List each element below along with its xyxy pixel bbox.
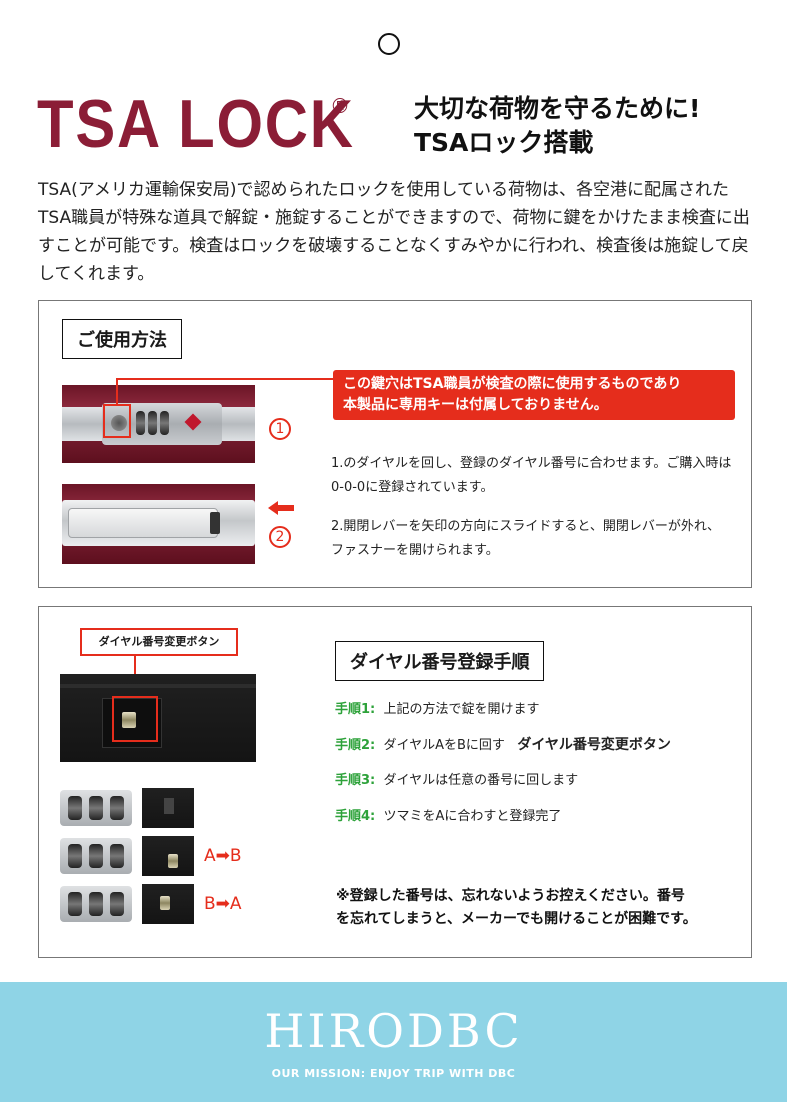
keyhole-highlight-box (103, 404, 131, 438)
keyhole-icon (111, 415, 127, 431)
step-separator: : (370, 702, 376, 717)
dial-wheel (110, 796, 124, 820)
callout-line2: 本製品に専用キーは付属しておりません。 (343, 397, 608, 413)
button-knob-b (168, 854, 178, 868)
callout-line1: この鍵穴はTSA職員が検査の際に使用するものであり (343, 376, 682, 392)
headline-line1: 大切な荷物を守るために! (414, 94, 701, 123)
button-slot (164, 798, 174, 814)
marker-1: 1 (269, 418, 291, 440)
a-to-b-label: A➡B (204, 846, 242, 866)
open-lever (68, 508, 218, 538)
arrow-left-shaft (277, 505, 294, 511)
usage-step-2-line1: 2.開閉レバーを矢印の方向にスライドすると、開閉レバーが外れ、 (331, 519, 721, 534)
step-text: ツマミをAに合わすと登録完了 (383, 809, 562, 824)
step-label: 手順1 (335, 702, 371, 717)
b-to-a-label: B➡A (204, 894, 242, 914)
dial-wheel (68, 844, 82, 868)
headline: 大切な荷物を守るために! TSAロック搭載 (414, 92, 700, 160)
step-label: 手順4 (335, 809, 371, 824)
keyhole-callout: この鍵穴はTSA職員が検査の際に使用するものであり 本製品に専用キーは付属してお… (333, 370, 735, 420)
step-text: ダイヤルAをBに回す (383, 738, 505, 753)
button-thumb-2 (142, 836, 194, 876)
hang-hole-circle (378, 33, 400, 55)
procedure-step-4: 手順4: ツマミをAに合わすと登録完了 (335, 805, 561, 824)
dial-setup-title: ダイヤル番号登録手順 (335, 641, 545, 681)
callout-leader-vertical (116, 378, 118, 404)
step-separator: : (370, 809, 376, 824)
dial-wheel (89, 796, 103, 820)
step-separator: : (370, 738, 376, 753)
step-label: 手順3 (335, 773, 371, 788)
headline-line2: TSAロック搭載 (414, 128, 594, 157)
usage-step-2: 2.開閉レバーを矢印の方向にスライドすると、開閉レバーが外れ、 ファスナーを開け… (331, 515, 741, 563)
intro-text: TSA(アメリカ運輸保安局)で認められたロックを使用している荷物は、各空港に配属… (38, 180, 750, 284)
usage-title: ご使用方法 (62, 319, 182, 359)
step-label: 手順2 (335, 738, 371, 753)
lock-photo-lever (62, 484, 255, 564)
dial-wheel (89, 844, 103, 868)
tsa-lock-logo: TSA LOCK (37, 86, 355, 162)
callout-leader-horizontal (116, 378, 334, 380)
lock-photo-dial (62, 383, 255, 465)
case-bottom-photo (60, 674, 256, 762)
button-knob-a (160, 896, 170, 910)
procedure-step-3: 手順3: ダイヤルは任意の番号に回します (335, 769, 578, 788)
change-button-knob (122, 712, 136, 728)
dial-wheel (110, 892, 124, 916)
step-text: 上記の方法で錠を開けます (383, 702, 540, 717)
dial-wheel (89, 892, 103, 916)
procedure-step-1: 手順1: 上記の方法で錠を開けます (335, 698, 540, 717)
button-highlight-box (112, 696, 158, 742)
lever-end (210, 512, 220, 534)
marker-2: 2 (269, 526, 291, 548)
dial-wheel (160, 411, 169, 435)
dial-button-label: ダイヤル番号変更ボタン (80, 628, 238, 656)
note-line1: ※登録した番号は、忘れないようお控えください。番号 (336, 888, 685, 904)
usage-step-1-line1: 1.のダイヤルを回し、登録のダイヤル番号に合わせます。ご購入時は (331, 456, 732, 471)
dial-wheel (136, 411, 145, 435)
dial-thumb-2 (60, 838, 132, 874)
step-text: ダイヤルは任意の番号に回します (383, 773, 579, 788)
button-thumb-3 (142, 884, 194, 924)
note-line2: を忘れてしまうと、メーカーでも開けることが困難です。 (336, 911, 697, 927)
footer-band (0, 982, 787, 1102)
procedure-step-2: 手順2: ダイヤルAをBに回す ダイヤル番号変更ボタン (335, 734, 671, 754)
brand-logo: HIRODBC (264, 1004, 523, 1058)
dial-wheel (110, 844, 124, 868)
photo-edge (60, 684, 256, 688)
arrow-left-icon (268, 501, 278, 515)
dial-thumb-3 (60, 886, 132, 922)
dial-wheel (68, 796, 82, 820)
registered-mark: ® (330, 94, 350, 118)
dial-wheel (68, 892, 82, 916)
dial-wheel (148, 411, 157, 435)
mission-tagline: OUR MISSION: ENJOY TRIP WITH DBC (271, 1067, 516, 1080)
usage-step-1: 1.のダイヤルを回し、登録のダイヤル番号に合わせます。ご購入時は 0-0-0に登… (331, 452, 741, 500)
usage-step-2-line2: ファスナーを開けられます。 (331, 543, 499, 558)
usage-step-1-line2: 0-0-0に登録されています。 (331, 480, 494, 495)
step-separator: : (370, 773, 376, 788)
button-thumb-1 (142, 788, 194, 828)
dial-thumb-1 (60, 790, 132, 826)
warning-note: ※登録した番号は、忘れないようお控えください。番号 を忘れてしまうと、メーカーで… (336, 885, 697, 931)
step-extra: ダイヤル番号変更ボタン (517, 737, 671, 753)
